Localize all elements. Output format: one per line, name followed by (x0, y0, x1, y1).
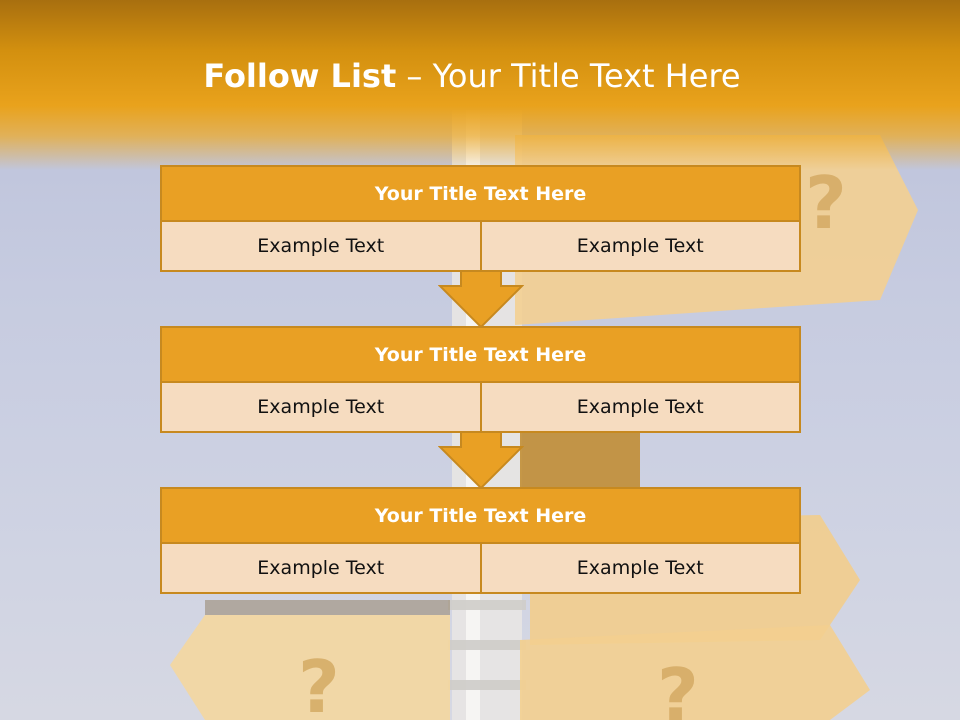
block-cell-left: Example Text (160, 222, 480, 272)
list-block-2: Your Title Text Here Example Text Exampl… (160, 326, 801, 433)
down-arrow-icon (438, 432, 524, 490)
block-cell-right: Example Text (479, 544, 801, 594)
slide-title: Follow List – Your Title Text Here (0, 54, 944, 98)
question-mark-icon: ? (657, 653, 699, 720)
block-title: Your Title Text Here (160, 487, 801, 544)
slide-title-rest: – Your Title Text Here (396, 57, 741, 95)
block-title: Your Title Text Here (160, 326, 801, 383)
block-cell-right: Example Text (479, 383, 801, 433)
slide-title-bold: Follow List (203, 57, 397, 95)
list-block-1: Your Title Text Here Example Text Exampl… (160, 165, 801, 272)
block-row: Example Text Example Text (160, 222, 801, 272)
block-cell-left: Example Text (160, 544, 480, 594)
block-row: Example Text Example Text (160, 383, 801, 433)
down-arrow-icon (438, 271, 524, 329)
question-mark-icon: ? (805, 161, 847, 245)
header-band (0, 0, 960, 170)
block-row: Example Text Example Text (160, 544, 801, 594)
question-mark-icon: ? (298, 645, 340, 720)
block-cell-left: Example Text (160, 383, 480, 433)
block-cell-right: Example Text (479, 222, 801, 272)
list-block-3: Your Title Text Here Example Text Exampl… (160, 487, 801, 594)
block-title: Your Title Text Here (160, 165, 801, 222)
